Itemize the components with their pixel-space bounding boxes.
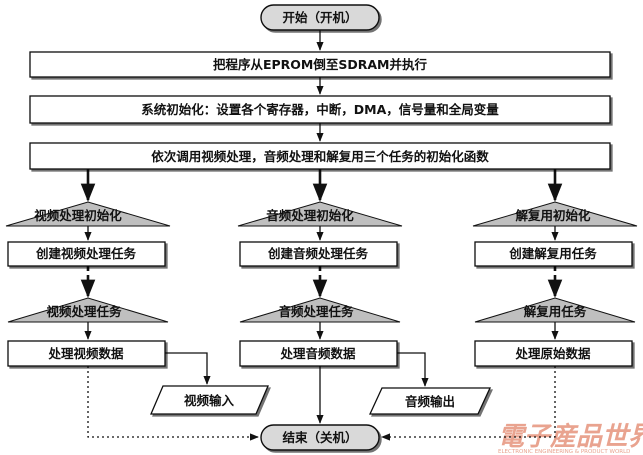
audio-output-io: 音频输出 [368,387,492,415]
svg-text:视频输入: 视频输入 [184,393,235,408]
svg-text:依次调用视频处理，音频处理和解复用三个任务的初始化函数: 依次调用视频处理，音频处理和解复用三个任务的初始化函数 [151,149,489,164]
svg-text:ELECTRONIC ENGINEERING & PRODU: ELECTRONIC ENGINEERING & PRODUCT WORLD [498,449,630,455]
demux-task-triangle: 解复用任务 [474,297,636,323]
svg-text:音频处理初始化: 音频处理初始化 [266,208,354,223]
svg-text:视频处理初始化: 视频处理初始化 [34,208,122,223]
demux-create-task: 创建解复用任务 [474,241,633,267]
video-create-task: 创建视频处理任务 [7,241,166,267]
svg-text:音频处理任务: 音频处理任务 [278,304,354,319]
start-terminator: 开始（开机） [260,4,380,31]
video-task-triangle: 视频处理任务 [7,297,169,323]
step-system-init: 系统初始化：设置各个寄存器，中断，DMA，信号量和全局变量 [29,95,611,124]
video-process-data: 处理视频数据 [7,340,166,367]
svg-text:结束（关机）: 结束（关机） [282,430,357,445]
svg-text:解复用任务: 解复用任务 [524,304,587,319]
svg-text:视频处理任务: 视频处理任务 [46,304,122,319]
step-call-init-functions: 依次调用视频处理，音频处理和解复用三个任务的初始化函数 [29,142,611,170]
svg-text:创建视频处理任务: 创建视频处理任务 [35,246,137,261]
svg-text:创建解复用任务: 创建解复用任务 [508,246,597,261]
video-init-triangle: 视频处理初始化 [5,201,171,227]
svg-text:处理原始数据: 处理原始数据 [514,346,591,361]
svg-text:電子産品世界: 電子産品世界 [498,422,643,452]
audio-task-triangle: 音频处理任务 [239,297,401,323]
demux-process-data: 处理原始数据 [474,340,633,367]
step-load-program: 把程序从EPROM倒至SDRAM并执行 [29,51,611,78]
svg-text:系统初始化：设置各个寄存器，中断，DMA，信号量和全局变量: 系统初始化：设置各个寄存器，中断，DMA，信号量和全局变量 [141,102,499,117]
video-input-io: 视频输入 [150,385,269,415]
svg-text:解复用初始化: 解复用初始化 [515,208,591,223]
connectors [80,30,563,441]
svg-text:处理音频数据: 处理音频数据 [279,346,356,361]
audio-create-task: 创建音频处理任务 [239,241,398,267]
svg-text:音频输出: 音频输出 [405,394,455,409]
audio-init-triangle: 音频处理初始化 [237,201,403,227]
svg-text:开始（开机）: 开始（开机） [282,10,357,25]
end-terminator: 结束（关机） [260,424,380,451]
svg-text:把程序从EPROM倒至SDRAM并执行: 把程序从EPROM倒至SDRAM并执行 [213,57,428,72]
svg-text:处理视频数据: 处理视频数据 [47,346,124,361]
demux-init-triangle: 解复用初始化 [472,201,638,227]
svg-text:创建音频处理任务: 创建音频处理任务 [267,246,369,261]
audio-process-data: 处理音频数据 [239,340,398,367]
watermark-logo: 電子産品世界 ELECTRONIC ENGINEERING & PRODUCT … [498,422,643,455]
